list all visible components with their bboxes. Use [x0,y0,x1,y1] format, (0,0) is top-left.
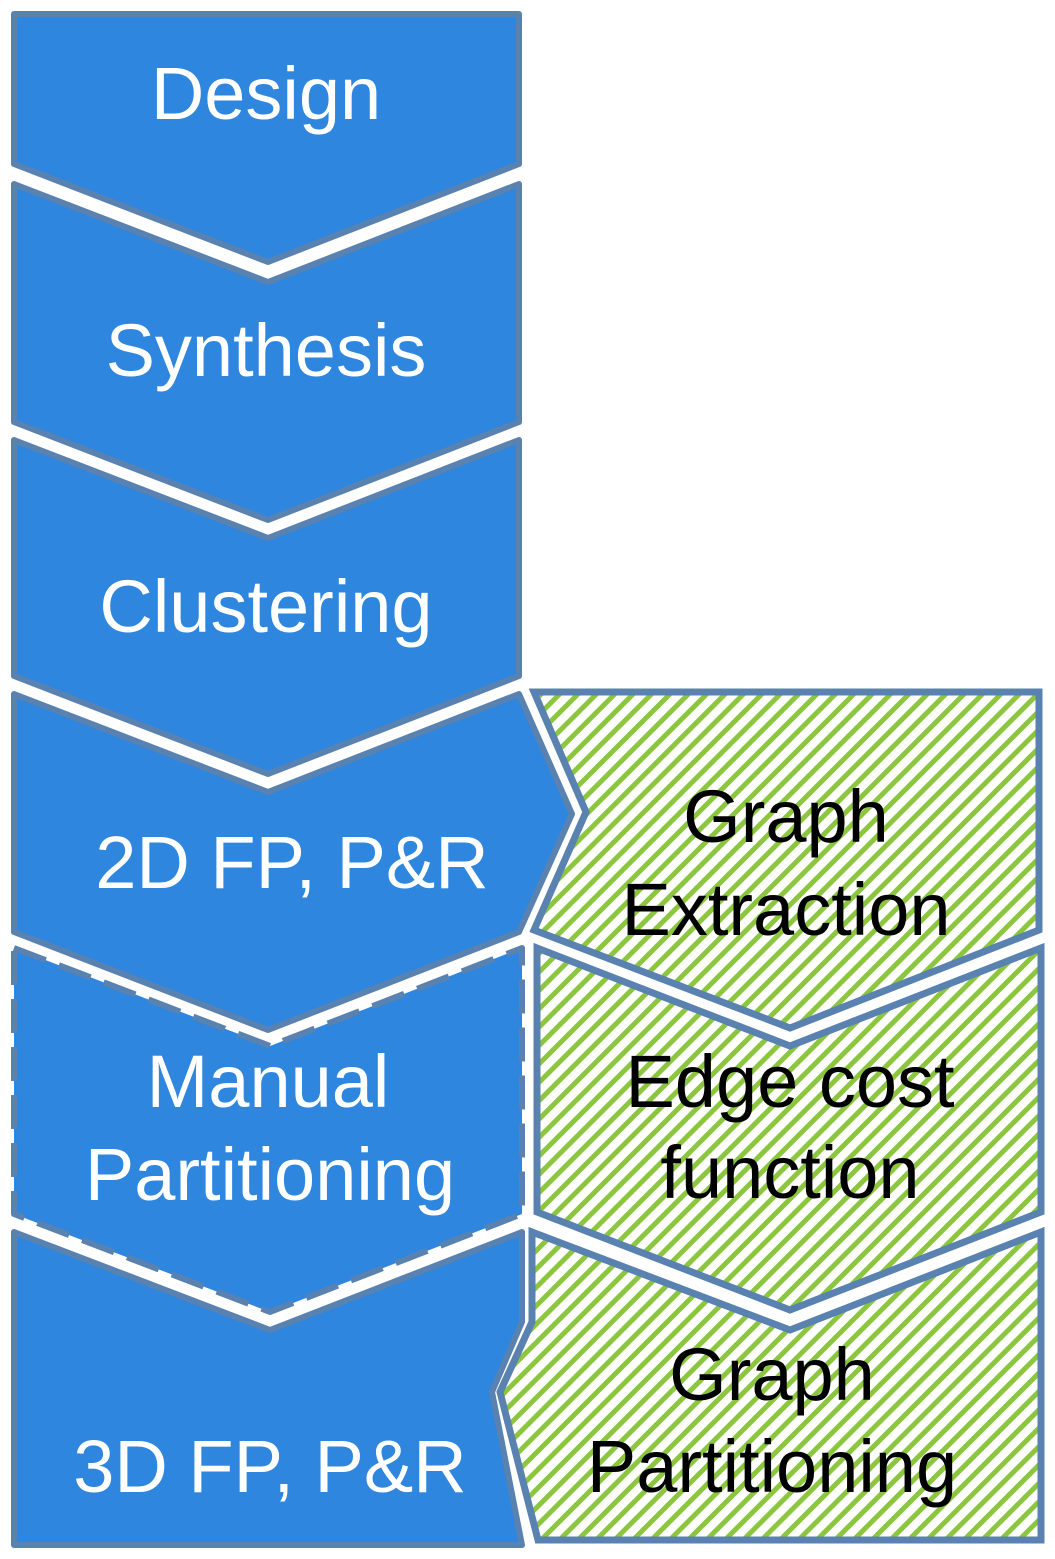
step-3d-fp-pr-shape [11,1229,525,1548]
step-edge-cost-function-label-line1: Edge cost [625,1040,955,1123]
step-design-shape [11,11,522,265]
step-graph-extraction-label-line2: Extraction [621,868,950,951]
step-synthesis: Synthesis [11,181,522,523]
step-manual-partitioning-label-line2: Partitioning [85,1133,455,1216]
step-edge-cost-function-label-line2: function [660,1131,919,1214]
step-graph-partitioning-label-line1: Graph [669,1333,875,1416]
step-edge-cost-function-shape [533,942,1045,1314]
step-graph-extraction-shape [528,688,1043,1032]
step-manual-partitioning-shape [11,945,525,1315]
step-graph-partitioning-shape [496,1226,1045,1544]
step-3d-fp-pr-label: 3D FP, P&R [73,1425,466,1508]
step-edge-cost-function: Edge cost function [533,942,1045,1314]
step-design: Design [11,11,522,265]
step-design-label: Design [151,52,381,135]
step-synthesis-label: Synthesis [106,309,427,392]
step-clustering-label: Clustering [99,565,432,648]
step-manual-partitioning-label-line1: Manual [147,1040,390,1123]
step-3d-fp-pr: 3D FP, P&R [11,1229,525,1548]
step-2d-fp-pr-shape [11,691,575,1033]
step-synthesis-shape [11,181,522,523]
step-manual-partitioning: Manual Partitioning [11,945,525,1315]
step-clustering: Clustering [11,437,522,777]
step-graph-partitioning: Graph Partitioning [496,1226,1045,1544]
step-graph-extraction-label-line1: Graph [683,775,889,858]
step-2d-fp-pr: 2D FP, P&R [11,691,575,1033]
step-graph-extraction: Graph Extraction [528,688,1043,1032]
step-clustering-shape [11,437,522,777]
step-graph-partitioning-label-line2: Partitioning [587,1425,957,1508]
step-2d-fp-pr-label: 2D FP, P&R [95,821,488,904]
